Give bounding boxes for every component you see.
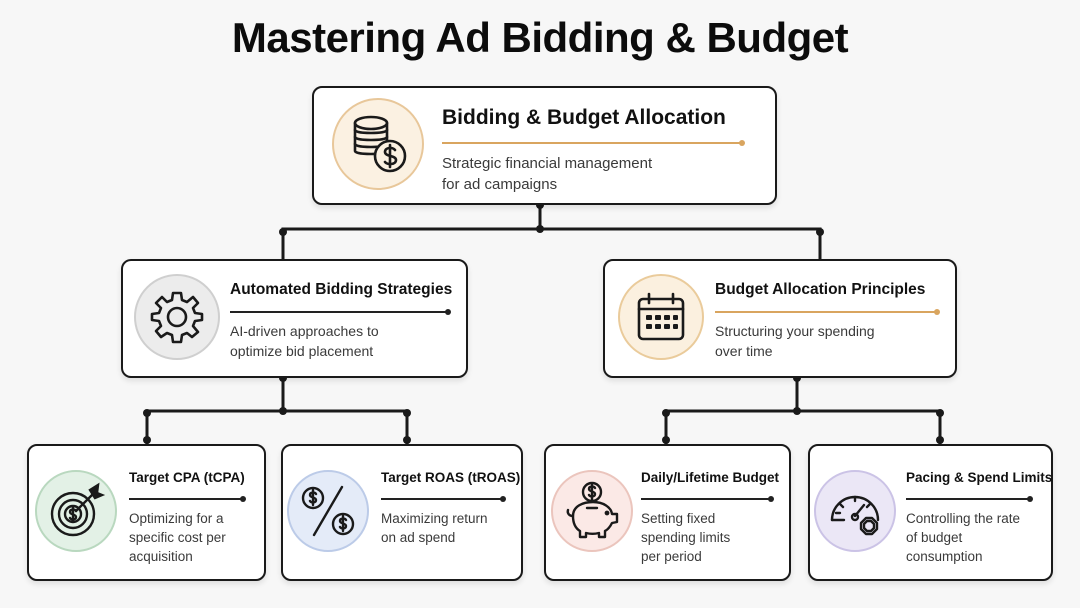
branch-description: AI-driven approaches to optimize bid pla… bbox=[230, 321, 379, 361]
leaf-title-underline bbox=[641, 496, 774, 502]
leaf-description-line1: Maximizing return bbox=[381, 511, 488, 526]
branch-description-line2: optimize bid placement bbox=[230, 343, 374, 359]
branch-description-line1: Structuring your spending bbox=[715, 323, 875, 339]
branch-description-line2: over time bbox=[715, 343, 773, 359]
branch-title-underline bbox=[230, 309, 451, 315]
branch-icon-circle bbox=[134, 274, 220, 360]
leaf-description-line3: acquisition bbox=[129, 549, 193, 564]
leaf-card-target-roas: Target ROAS (tROAS) Maximizing return on… bbox=[281, 444, 523, 581]
leaf-description-line3: consumption bbox=[906, 549, 983, 564]
calendar-icon bbox=[637, 292, 685, 341]
root-description-line1: Strategic financial management bbox=[442, 155, 653, 172]
percent-dollar-icon bbox=[301, 485, 355, 537]
root-title-underline bbox=[442, 140, 745, 146]
leaf-description: Optimizing for a specific cost per acqui… bbox=[129, 509, 226, 566]
leaf-title-underline bbox=[906, 496, 1033, 502]
root-description-line2: for ad campaigns bbox=[442, 176, 558, 193]
branch-title: Automated Bidding Strategies bbox=[230, 281, 453, 298]
gear-icon bbox=[150, 291, 204, 344]
leaf-description: Controlling the rate of budget consumpti… bbox=[906, 509, 1020, 566]
branch-title: Budget Allocation Principles bbox=[715, 281, 926, 298]
leaf-title: Pacing & Spend Limits bbox=[906, 470, 1053, 485]
branch-icon-circle bbox=[618, 274, 704, 360]
root-description: Strategic financial management for ad ca… bbox=[442, 153, 652, 195]
branch-card-automated-bidding: Automated Bidding Strategies AI-driven a… bbox=[121, 259, 468, 378]
leaf-description-line2: of budget bbox=[906, 530, 963, 545]
root-icon-circle bbox=[332, 98, 424, 190]
leaf-card-daily-lifetime-budget: Daily/Lifetime Budget Setting fixed spen… bbox=[544, 444, 791, 581]
leaf-description-line1: Controlling the rate bbox=[906, 511, 1021, 526]
piggy-bank-icon bbox=[566, 481, 619, 539]
root-card: Bidding & Budget Allocation Strategic fi… bbox=[312, 86, 777, 205]
target-dollar-icon bbox=[50, 482, 106, 537]
leaf-title-underline bbox=[381, 496, 506, 502]
leaf-title: Target ROAS (tROAS) bbox=[381, 470, 521, 485]
leaf-icon-circle bbox=[551, 470, 633, 552]
branch-title-underline bbox=[715, 309, 940, 315]
leaf-description-line1: Optimizing for a bbox=[129, 511, 224, 526]
leaf-description-line1: Setting fixed bbox=[641, 511, 716, 526]
leaf-description-line2: spending limits bbox=[641, 530, 731, 545]
leaf-card-pacing-spend-limits: Pacing & Spend Limits Controlling the ra… bbox=[808, 444, 1053, 581]
leaf-card-target-cpa: Target CPA (tCPA) Optimizing for a speci… bbox=[27, 444, 266, 581]
coins-dollar-icon bbox=[353, 115, 407, 173]
leaf-title: Target CPA (tCPA) bbox=[129, 470, 245, 485]
page-title: Mastering Ad Bidding & Budget bbox=[231, 14, 849, 61]
branch-description-line1: AI-driven approaches to bbox=[230, 323, 379, 339]
speedometer-icon bbox=[830, 495, 880, 536]
leaf-description-line2: on ad spend bbox=[381, 530, 456, 545]
branch-description: Structuring your spending over time bbox=[715, 321, 875, 361]
leaf-title-underline bbox=[129, 496, 246, 502]
leaf-description-line3: per period bbox=[641, 549, 702, 564]
leaf-title: Daily/Lifetime Budget bbox=[641, 470, 780, 485]
branch-card-budget-allocation: Budget Allocation Principles Structuring… bbox=[603, 259, 957, 378]
leaf-icon-circle bbox=[35, 470, 117, 552]
leaf-description: Maximizing return on ad spend bbox=[381, 509, 488, 547]
leaf-description-line2: specific cost per bbox=[129, 530, 226, 545]
leaf-icon-circle bbox=[814, 470, 896, 552]
root-title: Bidding & Budget Allocation bbox=[442, 106, 726, 129]
leaf-icon-circle bbox=[287, 470, 369, 552]
leaf-description: Setting fixed spending limits per period bbox=[641, 509, 730, 566]
